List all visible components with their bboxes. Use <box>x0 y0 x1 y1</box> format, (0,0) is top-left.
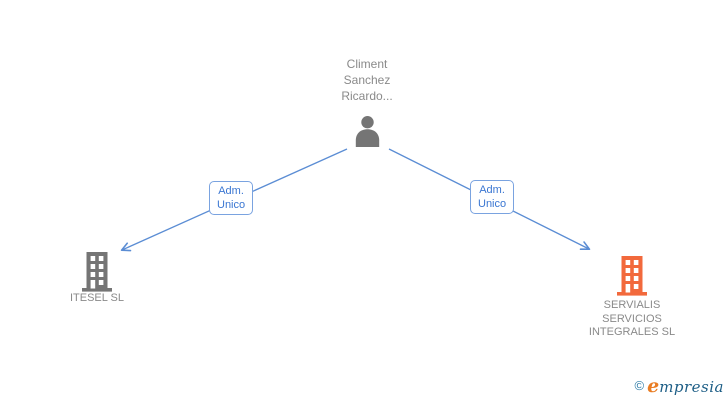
person-name: Climent Sanchez Ricardo... <box>341 57 393 103</box>
company-node-itesel[interactable]: ITESEL SL <box>37 250 157 306</box>
building-icon <box>617 256 647 296</box>
company-name: ITESEL SL <box>69 292 124 304</box>
person-icon <box>355 116 380 147</box>
building-icon <box>82 252 112 292</box>
company-node-servialis[interactable]: SERVIALIS SERVICIOS INTEGRALES SL <box>552 254 712 342</box>
brand-initial: e <box>647 375 660 397</box>
empresia-logo[interactable]: ©empresia <box>635 375 725 397</box>
brand-text: mpresia <box>659 378 724 396</box>
company-name: SERVIALIS SERVICIOS INTEGRALES SL <box>588 299 676 338</box>
person-node[interactable]: Climent Sanchez Ricardo... <box>297 54 437 149</box>
copyright-icon: © <box>634 378 645 393</box>
edge-label-left: Adm. Unico <box>209 181 254 215</box>
edge-label-right: Adm. Unico <box>470 180 515 214</box>
